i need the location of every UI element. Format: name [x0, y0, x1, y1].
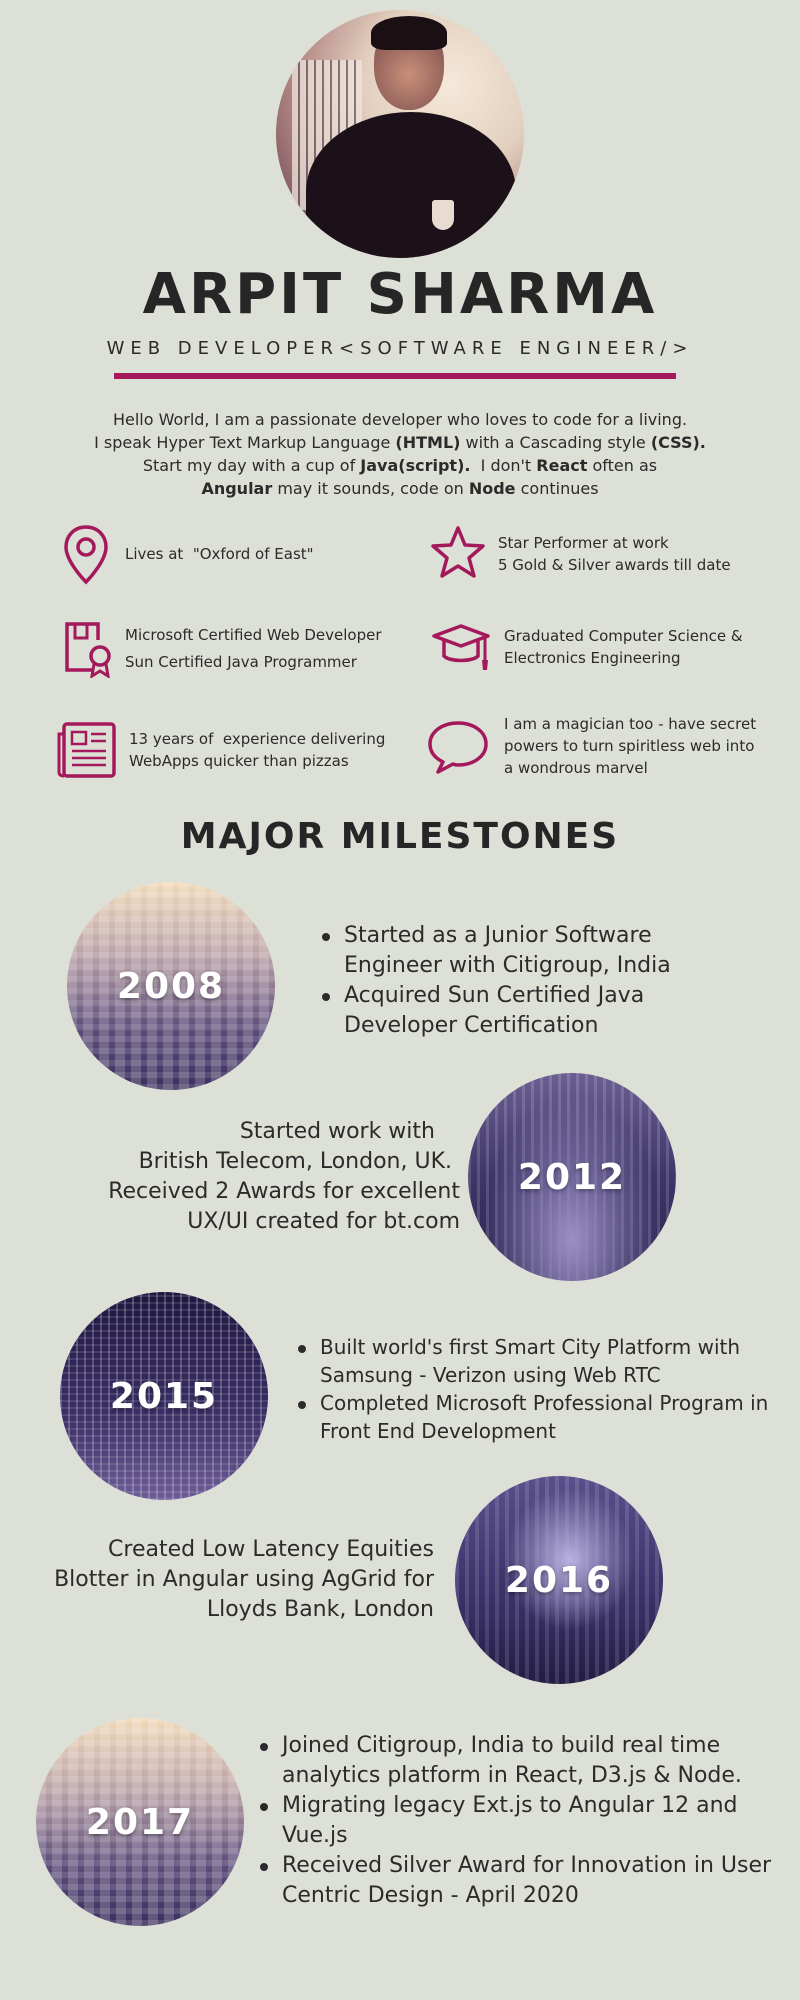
bio-text: continues	[515, 479, 599, 498]
person-name: ARPIT SHARMA	[142, 262, 658, 327]
fact-education-line: Electronics Engineering	[504, 649, 681, 667]
milestone-2012-photo: 2012	[468, 1073, 676, 1281]
fact-magic-line: powers to turn spiritless web into	[504, 737, 755, 755]
bio-bold: React	[536, 456, 588, 475]
bio-text: I don't	[470, 456, 537, 475]
bio-bold: (CSS).	[650, 433, 706, 452]
milestone-item: Received Silver Award for Innovation in …	[258, 1851, 793, 1911]
fact-certs-line: Sun Certified Java Programmer	[125, 653, 357, 671]
fact-education-line: Graduated Computer Science &	[504, 627, 743, 645]
fact-awards: Star Performer at work 5 Gold & Silver a…	[498, 532, 758, 576]
milestone-item: Started as a Junior Software Engineer wi…	[320, 921, 720, 981]
fact-location-text: Lives at "Oxford of East"	[125, 545, 314, 563]
fact-location: Lives at "Oxford of East"	[125, 543, 355, 565]
milestone-item: Acquired Sun Certified Java Developer Ce…	[320, 981, 720, 1041]
milestone-line: Started work with	[239, 1119, 435, 1144]
photo-hoodie	[306, 112, 516, 258]
milestone-item: Completed Microsoft Professional Program…	[296, 1389, 786, 1445]
bio-paragraph: Hello World, I am a passionate developer…	[60, 408, 740, 500]
milestone-year: 2017	[85, 1801, 195, 1843]
bio-text: with a Cascading style	[460, 433, 651, 452]
bio-text: I speak Hyper Text Markup Language	[94, 433, 396, 452]
fact-experience: 13 years of experience delivering WebApp…	[129, 728, 419, 772]
location-pin-icon	[64, 525, 108, 585]
fact-awards-line: 5 Gold & Silver awards till date	[498, 556, 731, 574]
bio-line: Start my day with a cup of Java(script).…	[60, 454, 740, 477]
bio-line: Angular may it sounds, code on Node cont…	[60, 477, 740, 500]
fact-experience-line: WebApps quicker than pizzas	[129, 752, 349, 770]
profile-photo	[276, 10, 524, 258]
milestone-year: 2012	[517, 1156, 627, 1198]
star-icon	[431, 526, 485, 578]
milestone-line: Lloyds Bank, London	[206, 1597, 434, 1622]
milestone-item: Joined Citigroup, India to build real ti…	[258, 1731, 793, 1791]
milestone-line: British Telecom, London, UK.	[138, 1149, 452, 1174]
fact-magic-line: a wondrous marvel	[504, 759, 648, 777]
fact-experience-line: 13 years of experience delivering	[129, 730, 386, 748]
milestone-line: UX/UI created for bt.com	[187, 1209, 460, 1234]
bio-text: Start my day with a cup of	[142, 456, 361, 475]
graduation-cap-icon	[432, 624, 490, 670]
milestone-item: Migrating legacy Ext.js to Angular 12 an…	[258, 1791, 793, 1851]
bio-bold: (HTML)	[395, 433, 461, 452]
milestone-2017-photo: 2017	[36, 1718, 244, 1926]
milestone-item: Built world's first Smart City Platform …	[296, 1333, 786, 1389]
newspaper-icon	[57, 722, 116, 778]
milestone-2008-photo: 2008	[67, 882, 275, 1090]
milestone-2015-photo: 2015	[60, 1292, 268, 1500]
milestone-2015-list: Built world's first Smart City Platform …	[296, 1333, 786, 1445]
speech-bubble-icon	[428, 721, 488, 774]
milestone-year: 2015	[109, 1375, 219, 1417]
milestones-heading: MAJOR MILESTONES	[180, 816, 620, 857]
fact-education: Graduated Computer Science & Electronics…	[504, 625, 764, 669]
bio-line: I speak Hyper Text Markup Language (HTML…	[60, 431, 740, 454]
milestone-2016-text: Created Low Latency Equities Blotter in …	[20, 1535, 434, 1625]
photo-hair	[371, 16, 447, 50]
fact-certs-line: Microsoft Certified Web Developer	[125, 626, 382, 644]
photo-crest	[432, 200, 454, 230]
milestone-2012-text: Started work with British Telecom, Londo…	[60, 1117, 460, 1237]
bio-bold: Node	[468, 479, 516, 498]
header-divider	[114, 373, 676, 379]
milestone-2008-list: Started as a Junior Software Engineer wi…	[320, 921, 720, 1041]
bio-bold: Angular	[201, 479, 273, 498]
milestone-2016-photo: 2016	[455, 1476, 663, 1684]
job-tagline: WEB DEVELOPER<SOFTWARE ENGINEER/>	[106, 338, 694, 359]
fact-awards-line: Star Performer at work	[498, 534, 669, 552]
bio-line: Hello World, I am a passionate developer…	[112, 410, 688, 429]
milestone-2017-list: Joined Citigroup, India to build real ti…	[258, 1731, 793, 1911]
milestone-line: Blotter in Angular using AgGrid for	[54, 1567, 434, 1592]
fact-certifications: Microsoft Certified Web Developer Sun Ce…	[125, 622, 415, 676]
milestone-line: Received 2 Awards for excellent	[108, 1179, 460, 1204]
bio-text: may it sounds, code on	[272, 479, 469, 498]
fact-magic: I am a magician too - have secret powers…	[504, 713, 784, 779]
milestone-year: 2008	[116, 965, 226, 1007]
milestone-year: 2016	[504, 1559, 614, 1601]
certificate-icon	[65, 622, 111, 678]
milestone-line: Created Low Latency Equities	[108, 1537, 434, 1562]
bio-bold: Java(script).	[360, 456, 471, 475]
bio-text: often as	[587, 456, 658, 475]
fact-magic-line: I am a magician too - have secret	[504, 715, 757, 733]
